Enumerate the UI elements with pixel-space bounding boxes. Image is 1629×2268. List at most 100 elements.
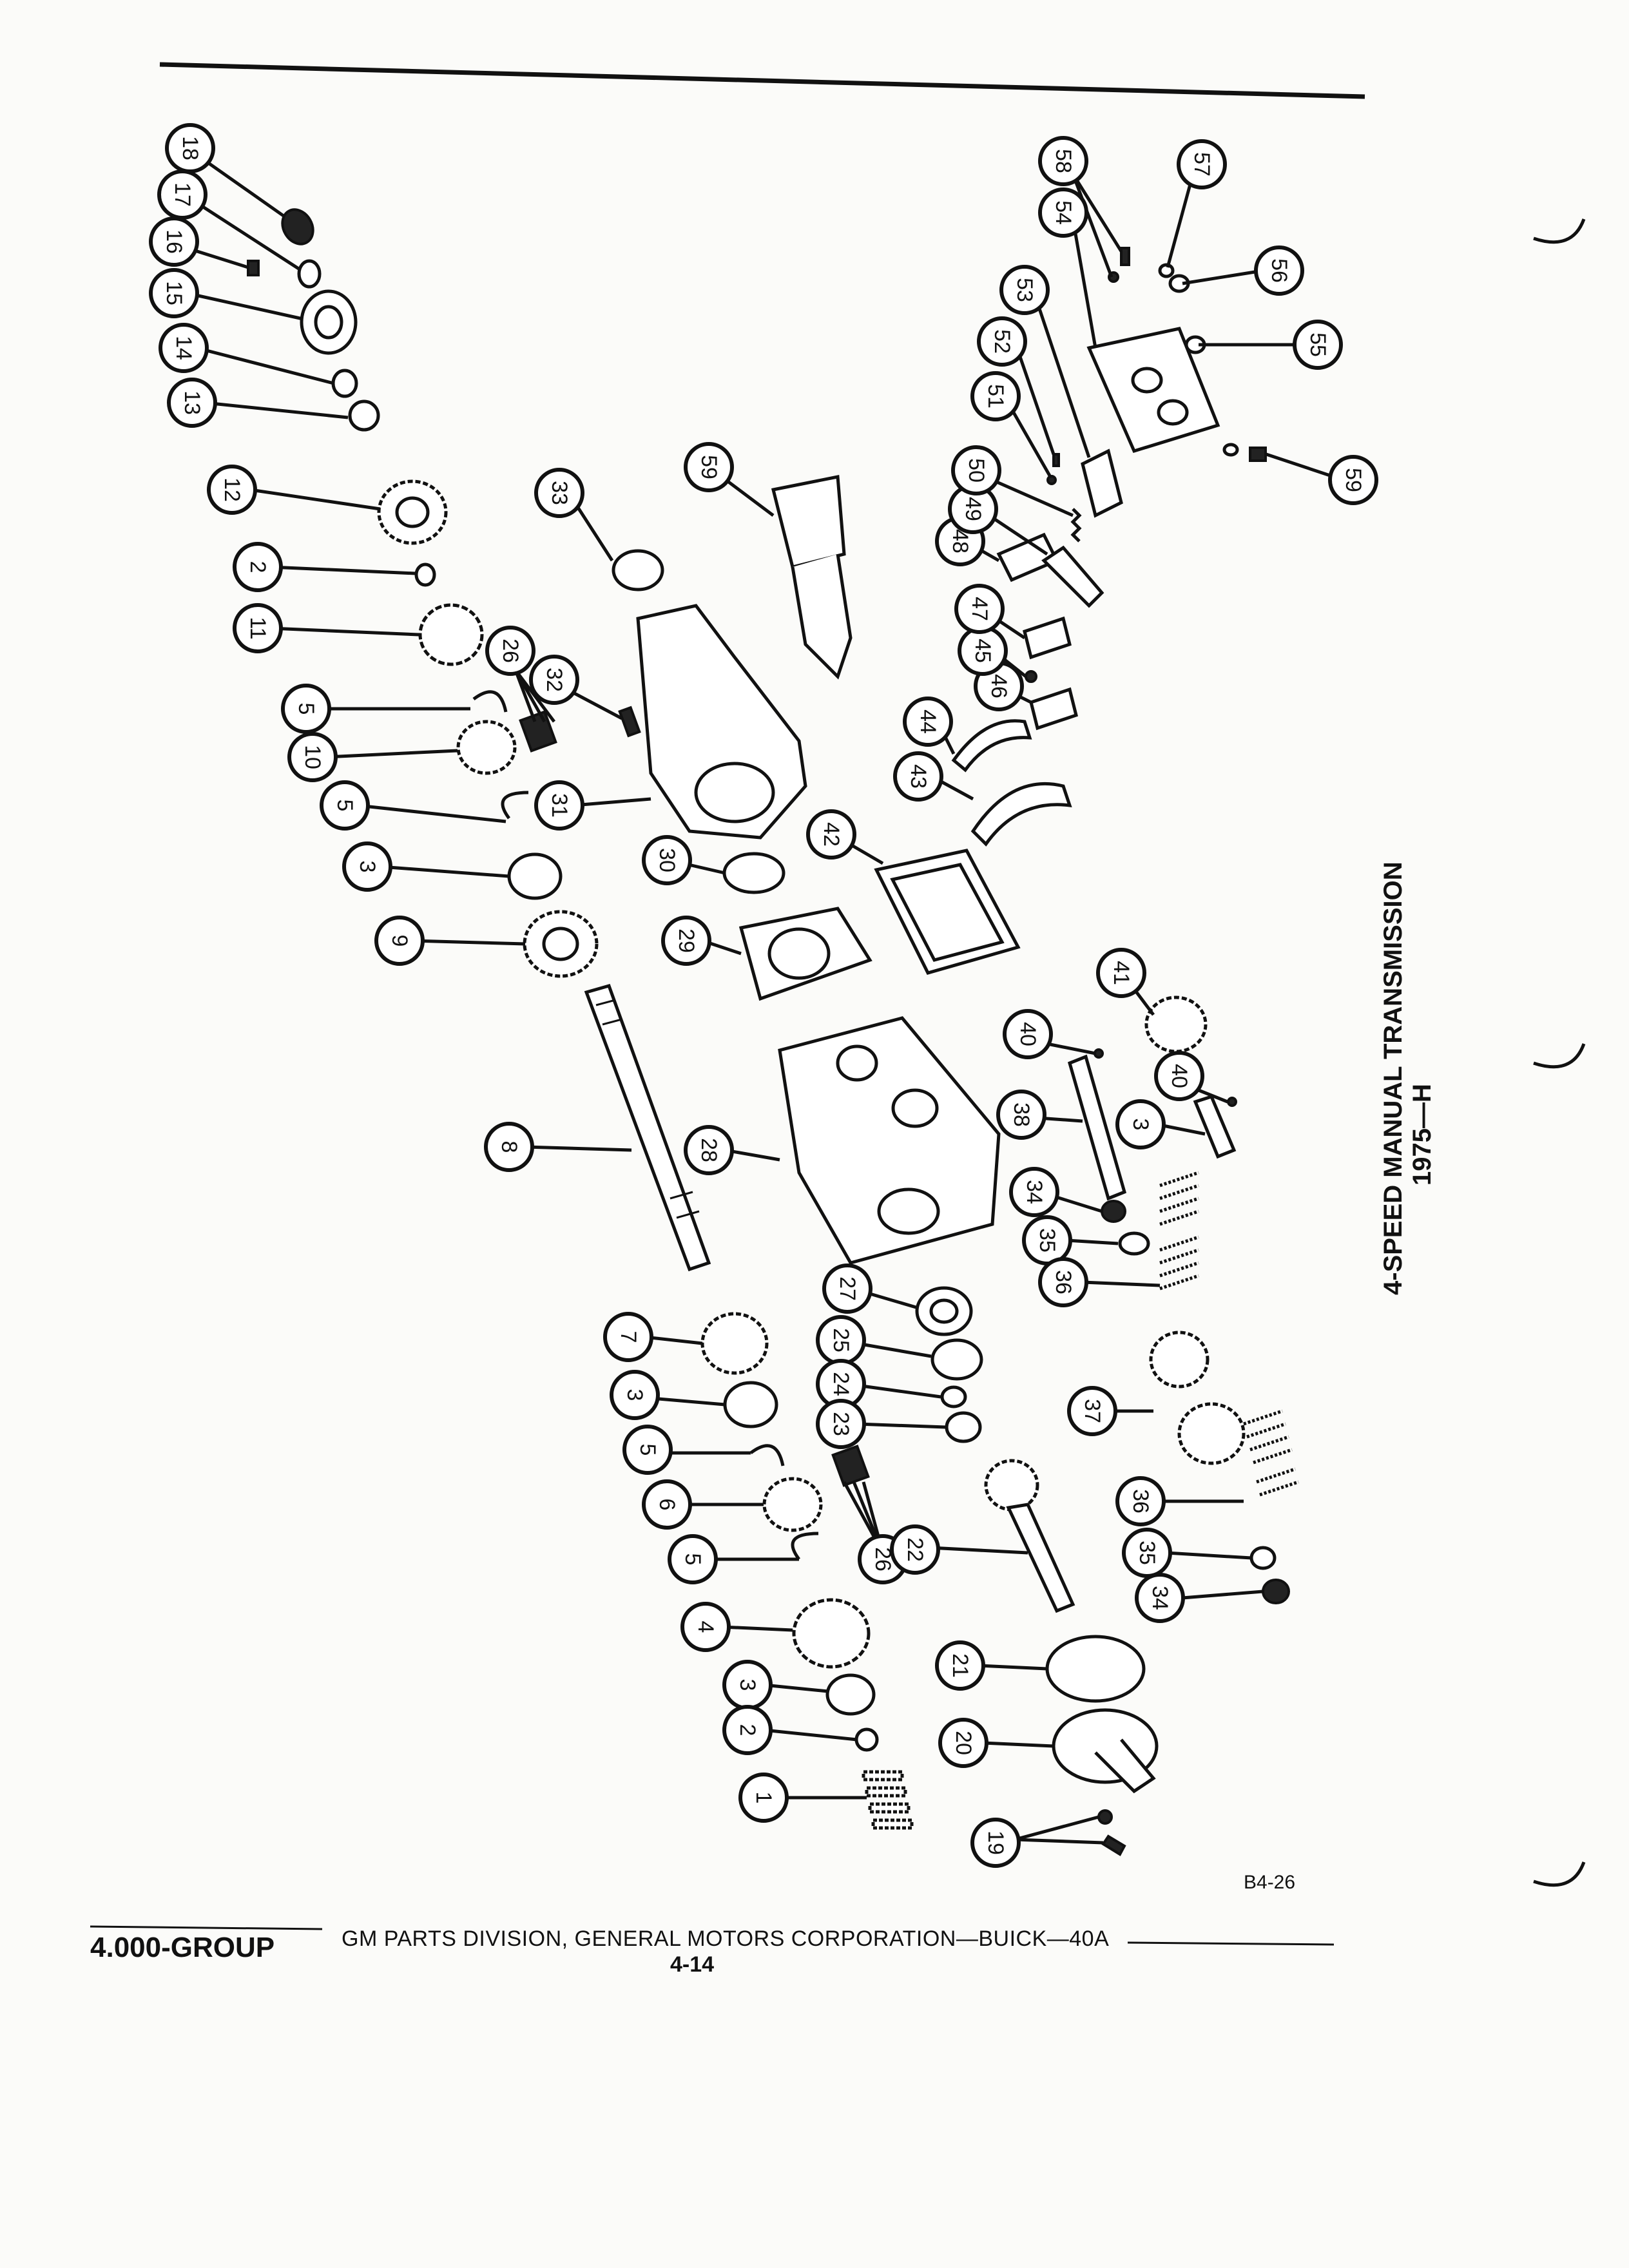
svg-text:3: 3 <box>622 1389 647 1401</box>
callout-3-lower: 3 <box>722 1660 773 1710</box>
callout-34-upper: 34 <box>1009 1167 1059 1217</box>
part-1-rollers <box>862 1770 914 1830</box>
svg-text:23: 23 <box>829 1412 853 1436</box>
callout-53: 53 <box>999 265 1050 315</box>
part-28-case <box>778 1016 1001 1265</box>
callout-1: 1 <box>738 1773 789 1823</box>
part-44-shift-fork <box>951 719 1032 773</box>
svg-text:41: 41 <box>1109 961 1133 985</box>
svg-text:36: 36 <box>1128 1489 1153 1514</box>
svg-text:3: 3 <box>735 1679 760 1691</box>
parts-art <box>247 208 1299 1856</box>
svg-text:9: 9 <box>387 935 412 947</box>
callout-29: 29 <box>661 916 711 966</box>
part-12-gear-hub <box>395 496 430 528</box>
svg-text:14: 14 <box>171 336 196 360</box>
callout-50: 50 <box>951 445 1001 495</box>
svg-text:32: 32 <box>542 668 566 692</box>
part-50-spring <box>1070 508 1082 543</box>
part-19-lockwasher <box>1097 1809 1113 1825</box>
part-14-snap-ring <box>331 369 358 398</box>
part-2-ring-upper <box>414 562 436 587</box>
part-3-synchro-lower <box>825 1673 876 1716</box>
part-15-bearing-inner <box>314 305 343 340</box>
title-block: 4-SPEED MANUAL TRANSMISSION 1975—H <box>1379 861 1436 1295</box>
svg-text:5: 5 <box>635 1444 660 1456</box>
part-37-countergear <box>1149 1331 1210 1389</box>
svg-text:55: 55 <box>1306 332 1330 357</box>
callout-37: 37 <box>1067 1386 1117 1436</box>
page-edge-mark <box>1533 1861 1586 1887</box>
footer-group: 4.000-GROUP <box>90 1932 275 1963</box>
svg-text:29: 29 <box>674 928 699 953</box>
callout-2-lower: 2 <box>722 1705 773 1755</box>
callout-36-upper: 36 <box>1038 1257 1088 1307</box>
callout-23: 23 <box>816 1399 866 1449</box>
callout-35-lower: 35 <box>1122 1528 1172 1578</box>
callout-40-upper: 40 <box>1003 1009 1053 1059</box>
svg-text:4: 4 <box>693 1621 718 1633</box>
svg-text:20: 20 <box>951 1731 976 1755</box>
callout-42: 42 <box>806 809 856 860</box>
part-35-spacer-lower <box>1249 1546 1277 1570</box>
svg-text:25: 25 <box>829 1328 853 1352</box>
callout-59-lower: 59 <box>1328 455 1378 505</box>
callout-25: 25 <box>816 1315 866 1365</box>
part-25-ring <box>930 1338 983 1381</box>
callout-58: 58 <box>1038 136 1088 186</box>
part-32-bolt <box>618 706 641 738</box>
footer-rule-left <box>90 1925 323 1930</box>
callout-54: 54 <box>1038 187 1088 238</box>
callout-9: 9 <box>374 916 425 966</box>
callout-56: 56 <box>1254 245 1304 296</box>
part-41-idler-gear <box>1144 995 1208 1053</box>
part-36-rollers-upper <box>1159 1171 1199 1291</box>
svg-text:57: 57 <box>1190 152 1214 177</box>
part-19-bolt <box>1101 1834 1126 1856</box>
title-line-1: 4-SPEED MANUAL TRANSMISSION <box>1379 861 1407 1295</box>
svg-text:26: 26 <box>498 639 523 663</box>
part-46-shaft <box>1029 687 1078 731</box>
part-16-key <box>247 260 260 276</box>
part-9-gear-hub <box>542 927 579 961</box>
svg-text:10: 10 <box>300 745 325 769</box>
svg-text:53: 53 <box>1012 278 1037 302</box>
svg-text:58: 58 <box>1051 149 1075 173</box>
callout-26-upper: 26 <box>485 626 535 676</box>
svg-text:17: 17 <box>170 182 195 207</box>
svg-text:49: 49 <box>961 497 985 521</box>
callout-36-lower: 36 <box>1115 1476 1166 1526</box>
svg-text:42: 42 <box>819 822 843 847</box>
callout-24: 24 <box>816 1359 866 1409</box>
svg-text:5: 5 <box>680 1553 705 1566</box>
svg-text:38: 38 <box>1009 1102 1034 1127</box>
callout-6: 6 <box>642 1479 692 1530</box>
part-34-washer-lower <box>1262 1579 1290 1604</box>
svg-text:34: 34 <box>1022 1180 1046 1204</box>
svg-text:7: 7 <box>616 1331 641 1343</box>
footer-rule-right <box>1127 1941 1335 1946</box>
svg-text:16: 16 <box>162 229 186 254</box>
callout-17: 17 <box>157 169 207 220</box>
part-43-shift-fork <box>970 782 1072 847</box>
svg-text:43: 43 <box>906 764 930 789</box>
part-24-ring <box>940 1385 967 1408</box>
callout-49: 49 <box>948 484 998 534</box>
svg-text:19: 19 <box>983 1831 1008 1855</box>
callout-3-mid: 3 <box>610 1370 660 1420</box>
svg-text:2: 2 <box>735 1724 760 1736</box>
part-59-bracket <box>771 474 846 570</box>
part-3-synchro-mid <box>723 1381 778 1428</box>
svg-text:6: 6 <box>655 1499 679 1511</box>
callout-43: 43 <box>893 751 943 802</box>
svg-text:56: 56 <box>1267 258 1291 283</box>
callout-45: 45 <box>958 626 1008 676</box>
part-33-seal <box>612 549 664 591</box>
part-47-shaft <box>1023 616 1072 660</box>
part-22-drive-gear <box>984 1459 1039 1512</box>
page-edge-mark <box>1533 218 1586 244</box>
part-idler-shaft <box>1193 1094 1237 1159</box>
svg-text:37: 37 <box>1080 1399 1104 1423</box>
callout-3-idler: 3 <box>1115 1099 1166 1149</box>
